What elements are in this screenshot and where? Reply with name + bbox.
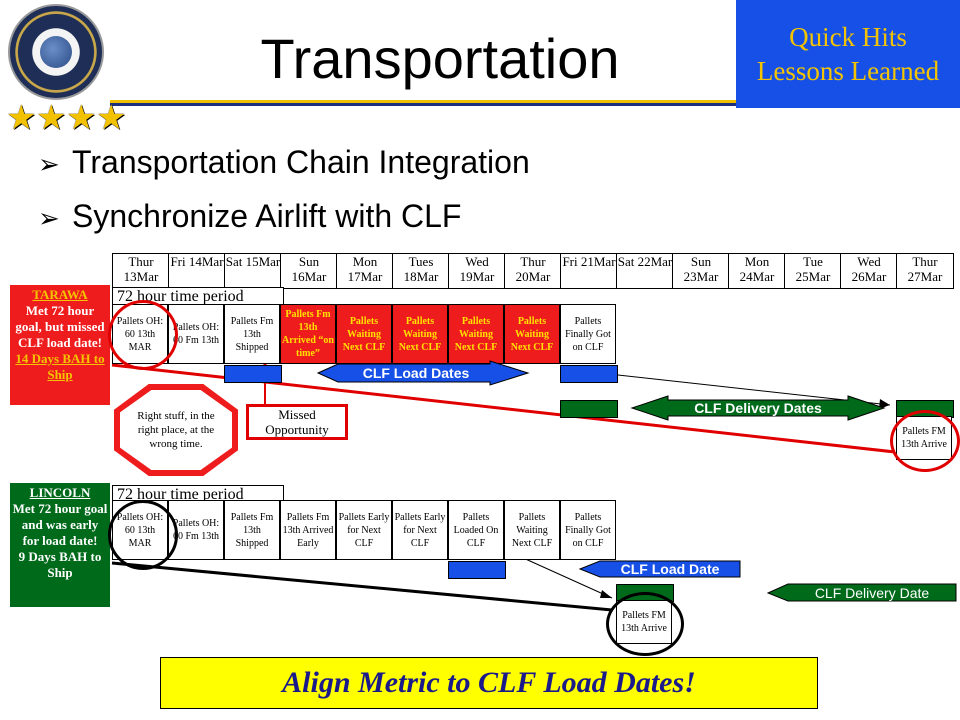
tarawa-arrive-circle bbox=[890, 410, 960, 472]
tarawa-status-cell: Pallets Waiting Next CLF bbox=[504, 304, 560, 364]
lincoln-body: Met 72 hour goal and was early for load … bbox=[12, 501, 108, 548]
lincoln-load-label: CLF Load Date bbox=[620, 561, 720, 577]
day-header-cell: Tues 18Mar bbox=[392, 253, 450, 289]
star-icon: ★ bbox=[66, 100, 97, 137]
lincoln-status-cell: Pallets Early for Next CLF bbox=[392, 500, 448, 560]
lincoln-load-block bbox=[448, 561, 506, 579]
day-header-cell: Mon 24Mar bbox=[728, 253, 786, 289]
arrow-bullet-icon: ➢ bbox=[38, 149, 60, 179]
day-header-cell: Tue 25Mar bbox=[784, 253, 842, 289]
day-header-cell: Wed 26Mar bbox=[840, 253, 898, 289]
lincoln-name: LINCOLN bbox=[29, 485, 91, 500]
star-icon: ★ bbox=[96, 100, 127, 137]
arrow-bullet-icon: ➢ bbox=[38, 203, 60, 233]
day-header-cell: Sat 15Mar bbox=[224, 253, 282, 289]
bullet-item: ➢Transportation Chain Integration bbox=[38, 144, 530, 180]
day-header-cell: Thur 27Mar bbox=[896, 253, 954, 289]
tarawa-footer: 14 Days BAH to Ship bbox=[15, 351, 105, 382]
lincoln-status-cell: Pallets Loaded On CLF bbox=[448, 500, 504, 560]
star-icon: ★ bbox=[6, 100, 37, 137]
tarawa-delivery-block bbox=[560, 400, 618, 418]
day-header-cell: Fri 21Mar bbox=[560, 253, 618, 289]
day-header-cell: Mon 17Mar bbox=[336, 253, 394, 289]
quick-hits-line1: Quick Hits bbox=[789, 22, 907, 52]
tarawa-status-cell: Pallets Waiting Next CLF bbox=[448, 304, 504, 364]
lincoln-status-cell: Pallets Fm 13th Shipped bbox=[224, 500, 280, 560]
tarawa-load-block bbox=[224, 365, 282, 383]
lincoln-summary: LINCOLN Met 72 hour goal and was early f… bbox=[10, 483, 110, 607]
tarawa-status-cell: Pallets Waiting Next CLF bbox=[392, 304, 448, 364]
day-header-cell: Sat 22Mar bbox=[616, 253, 674, 289]
lincoln-period-label: 72 hour time period bbox=[112, 485, 284, 504]
quick-hits-badge: Quick Hits Lessons Learned bbox=[736, 0, 960, 108]
tarawa-status-cell: Pallets Finally Got on CLF bbox=[560, 304, 616, 364]
lincoln-arrive-circle bbox=[606, 592, 684, 656]
lincoln-status-cell: Pallets Waiting Next CLF bbox=[504, 500, 560, 560]
tarawa-status-cell: Pallets Fm 13th Shipped bbox=[224, 304, 280, 364]
tarawa-status-cell: Pallets Waiting Next CLF bbox=[336, 304, 392, 364]
lincoln-status-cell: Pallets Fm 13th Arrived Early bbox=[280, 500, 336, 560]
lincoln-status-cell: Pallets Finally Got on CLF bbox=[560, 500, 616, 560]
bullet-item: ➢Synchronize Airlift with CLF bbox=[38, 198, 462, 234]
title-divider bbox=[110, 100, 960, 106]
lincoln-status-cell: Pallets Early for Next CLF bbox=[336, 500, 392, 560]
tarawa-load-block bbox=[560, 365, 618, 383]
tarawa-status-cell: Pallets Fm 13th Arrived “on time” bbox=[280, 304, 336, 364]
star-icon: ★ bbox=[36, 100, 67, 137]
quick-hits-line2: Lessons Learned bbox=[756, 56, 940, 86]
bottom-banner: Align Metric to CLF Load Dates! bbox=[160, 657, 818, 709]
missed-opportunity-box: Missed Opportunity bbox=[246, 404, 348, 440]
day-header-cell: Wed 19Mar bbox=[448, 253, 506, 289]
lincoln-start-circle bbox=[108, 500, 178, 570]
lincoln-footer: 9 Days BAH to Ship bbox=[18, 549, 102, 580]
tarawa-name: TARAWA bbox=[32, 287, 88, 302]
slide-title: Transportation bbox=[260, 26, 620, 90]
tarawa-delivery-label: CLF Delivery Dates bbox=[694, 400, 822, 416]
day-header-cell: Fri 14Mar bbox=[168, 253, 226, 289]
fleet-forces-seal bbox=[8, 4, 104, 100]
octagon-text: Right stuff, in the right place, at the … bbox=[120, 390, 232, 470]
tarawa-load-label: CLF Load Dates bbox=[362, 365, 470, 381]
tarawa-summary: TARAWA Met 72 hour goal, but missed CLF … bbox=[10, 285, 110, 405]
tarawa-body: Met 72 hour goal, but missed CLF load da… bbox=[15, 303, 105, 350]
day-header-cell: Sun 23Mar bbox=[672, 253, 730, 289]
tarawa-status-cell: Pallets OH: 60 Fm 13th bbox=[168, 304, 224, 364]
lincoln-status-cell: Pallets OH: 60 Fm 13th bbox=[168, 500, 224, 560]
tarawa-start-circle bbox=[108, 300, 178, 370]
lincoln-delivery-label: CLF Delivery Date bbox=[814, 584, 930, 601]
